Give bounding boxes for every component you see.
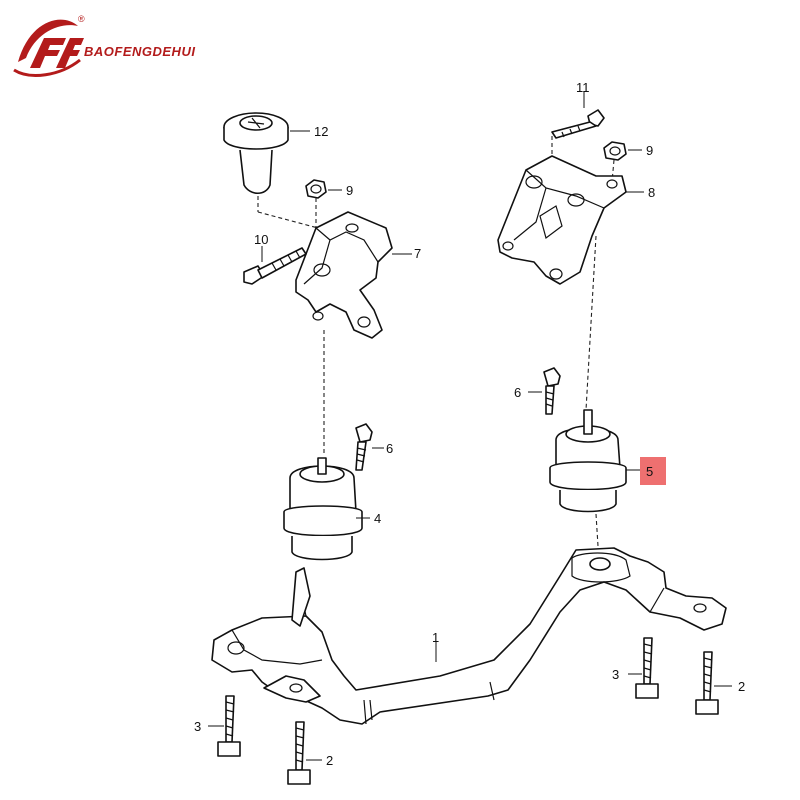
part-2-bolt-left bbox=[287, 721, 322, 785]
label-12: 12 bbox=[314, 124, 328, 139]
label-5: 5 bbox=[646, 464, 653, 479]
part-11-bolt bbox=[551, 92, 605, 139]
part-7-bracket-left bbox=[295, 211, 412, 339]
label-1: 1 bbox=[432, 630, 439, 645]
brand-name: BAOFENGDEHUI bbox=[84, 44, 195, 59]
label-6-right: 6 bbox=[514, 385, 521, 400]
label-3-right: 3 bbox=[612, 667, 619, 682]
logo-swoosh-icon bbox=[18, 19, 78, 62]
part-12-buffer bbox=[223, 112, 310, 195]
part-3-bolt-left bbox=[208, 695, 241, 757]
part-5-engine-mount-right bbox=[549, 409, 642, 513]
label-9-right: 9 bbox=[646, 143, 653, 158]
part-6-bolt-left bbox=[355, 423, 384, 471]
part-9-nut-right bbox=[603, 141, 642, 161]
logo-letter-icon bbox=[30, 38, 66, 68]
label-2-right: 2 bbox=[738, 679, 745, 694]
label-6-left: 6 bbox=[386, 441, 393, 456]
part-8-bracket-right bbox=[497, 155, 644, 285]
label-3-left: 3 bbox=[194, 719, 201, 734]
part-1-subframe bbox=[211, 547, 727, 725]
label-8: 8 bbox=[648, 185, 655, 200]
brand-logo: BAOFENGDEHUI ® bbox=[13, 14, 195, 77]
label-9-left: 9 bbox=[346, 183, 353, 198]
part-3-bolt-right bbox=[628, 637, 659, 699]
part-10-bolt bbox=[243, 246, 307, 285]
part-6-bolt-right bbox=[528, 367, 561, 415]
label-7: 7 bbox=[414, 246, 421, 261]
registered-mark: ® bbox=[78, 14, 85, 24]
label-10: 10 bbox=[254, 232, 268, 247]
label-2-left: 2 bbox=[326, 753, 333, 768]
part-9-nut-left bbox=[305, 179, 342, 199]
part-2-bolt-right bbox=[695, 651, 732, 715]
part-4-engine-mount-left bbox=[283, 457, 370, 561]
label-11: 11 bbox=[576, 80, 590, 95]
highlight-box-5 bbox=[640, 457, 666, 485]
label-4: 4 bbox=[374, 511, 381, 526]
